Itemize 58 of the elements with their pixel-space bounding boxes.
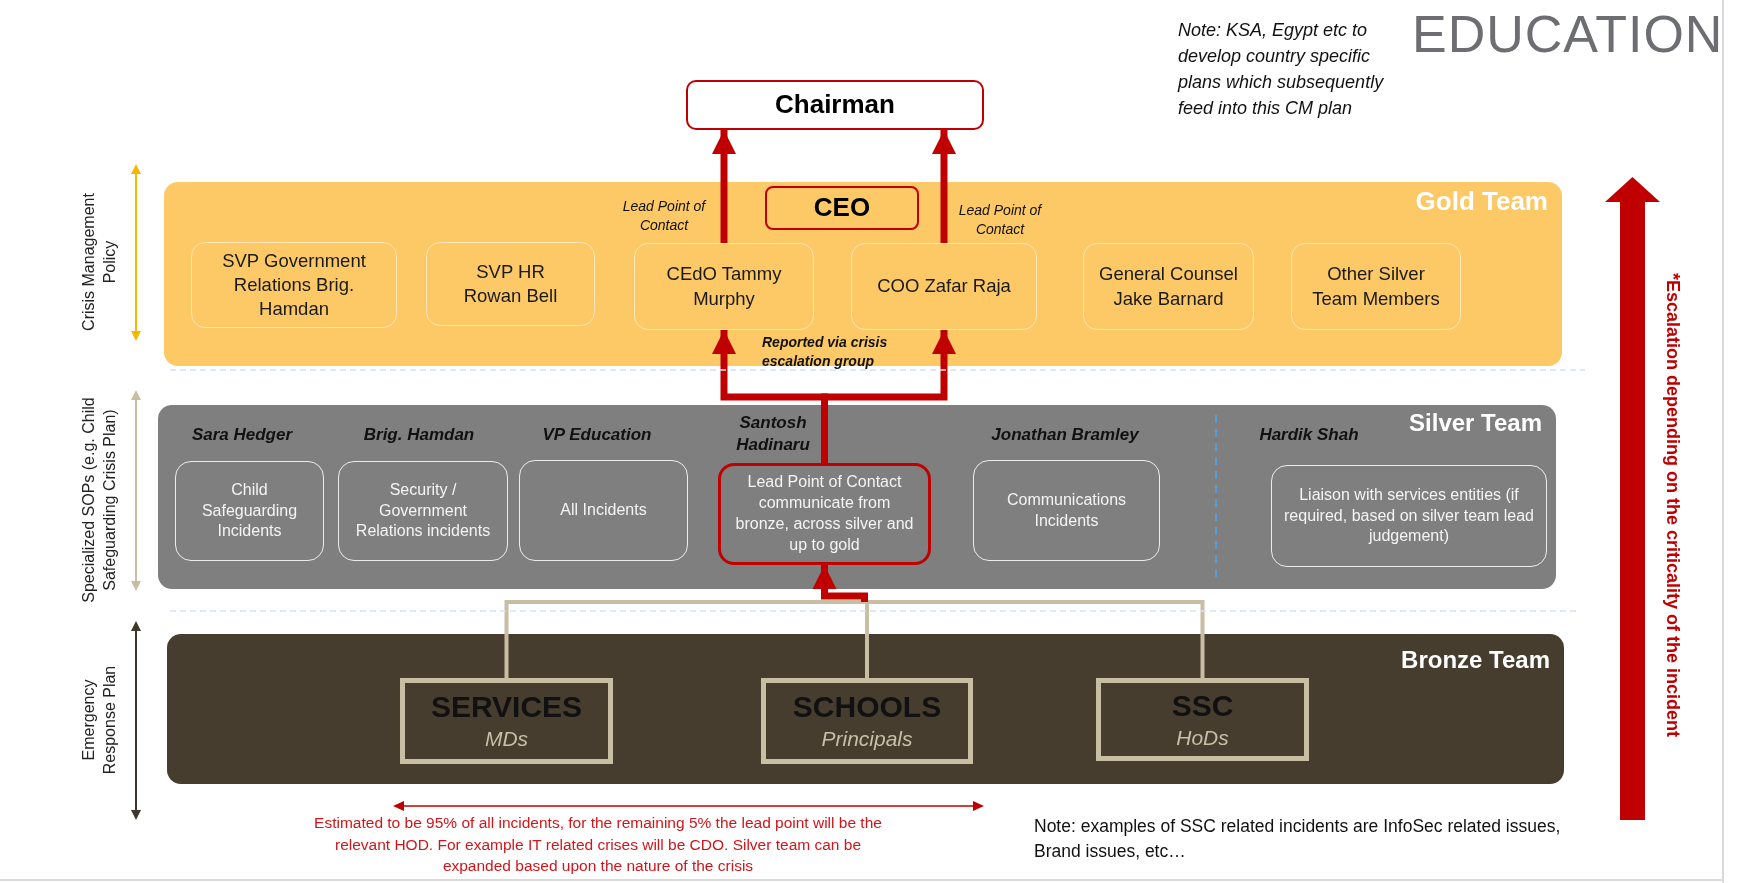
role-text: Security / Government Relations incidents — [354, 479, 492, 542]
role-text: COO Zafar Raja — [877, 274, 1011, 299]
role-box — [519, 460, 688, 561]
side-label: Emergency Response Plan — [79, 664, 119, 777]
role-box — [765, 186, 919, 230]
role-box — [1291, 243, 1461, 330]
escalation-label: *Escalation depending on the criticality of the incident — [1661, 271, 1684, 740]
role-text: Chairman — [775, 88, 895, 122]
unit-box — [1096, 678, 1309, 761]
note-text: Note: KSA, Egypt etc to develop country specific plans which subsequently feed into this CM plan — [1178, 19, 1385, 121]
role-text: SVP Government Relations Brig. Hamdan — [221, 248, 367, 321]
person-name: Sara Hedger — [190, 424, 294, 446]
role-box — [686, 80, 984, 130]
role-box — [851, 243, 1037, 330]
role-text: All Incidents — [560, 500, 647, 521]
role-text: General Counsel Jake Barnard — [1098, 262, 1239, 311]
team-name: Silver Team — [1409, 409, 1542, 437]
footnote-text: Estimated to be 95% of all incidents, for the remaining 5% the lead point will be the relevant HOD. For example IT related crises will be CDO. Silver team can be expanded based upon the nature of the crisis — [313, 813, 883, 877]
person-name: VP Education — [541, 424, 653, 446]
unit-box — [761, 678, 973, 764]
side-label: Specialized SOPs (e.g. Child Safeguarding Crisis Plan) — [79, 396, 119, 605]
unit-lead: MDs — [484, 726, 529, 752]
role-box — [191, 242, 397, 328]
team-band — [158, 405, 1556, 589]
page-title: EDUCATION — [1412, 4, 1724, 64]
person-name: Brig. Hamdan — [362, 424, 476, 446]
unit-lead: HoDs — [1176, 724, 1229, 751]
person-name: Jonathan Bramley — [990, 424, 1140, 446]
team-band — [167, 634, 1564, 784]
role-text: Liaison with services entities (if required, based on silver team lead judgement) — [1284, 484, 1534, 547]
edge-note: Reported via crisis escalation group — [762, 333, 889, 371]
role-box — [175, 461, 324, 561]
role-box — [973, 460, 1160, 561]
team-name: Bronze Team — [1401, 646, 1550, 674]
role-text: CEdO Tammy Murphy — [665, 262, 783, 311]
role-box — [634, 243, 814, 330]
role-text: Lead Point of Contact communicate from bronze, across silver and up to gold — [735, 472, 914, 555]
role-box — [1271, 465, 1547, 567]
role-box — [338, 461, 508, 561]
unit-lead: Principals — [821, 726, 913, 752]
person-name: Hardik Shah — [1258, 424, 1360, 446]
role-text: Communications Incidents — [1005, 489, 1128, 531]
role-text: CEO — [813, 191, 871, 225]
role-text: Child Safeguarding Incidents — [200, 479, 299, 542]
side-label: Crisis Management Policy — [79, 192, 119, 333]
arrow — [712, 130, 736, 243]
team-name: Gold Team — [1415, 186, 1548, 217]
connector-line — [864, 600, 1205, 678]
role-box — [1083, 243, 1254, 330]
person-name: Santosh Hadinaru — [735, 412, 811, 457]
note-text: Note: examples of SSC related incidents are InfoSec related issues, Brand issues, etc… — [1034, 815, 1562, 864]
role-box — [426, 242, 595, 326]
role-text: Other Silver Team Members — [1311, 262, 1441, 311]
role-text: SVP HR Rowan Bell — [462, 259, 559, 308]
role-box — [718, 463, 931, 565]
connector-line — [504, 600, 865, 678]
unit-box — [400, 678, 613, 764]
arrow — [932, 130, 956, 243]
